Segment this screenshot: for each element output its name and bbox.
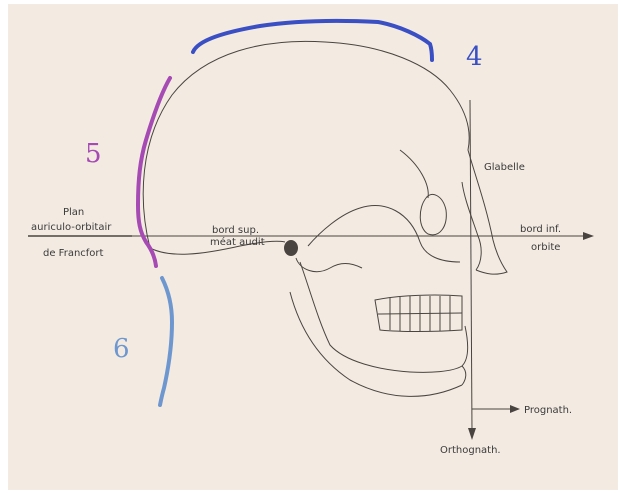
orthognath-label: Orthognath. (440, 445, 501, 456)
bord-sup-label-line2: méat audit (210, 236, 265, 248)
ear-canal-marker (284, 240, 298, 256)
glabelle-label: Glabelle (484, 162, 525, 173)
prognath-label: Prognath. (524, 405, 572, 416)
marker-4-number: 4 (466, 42, 483, 72)
bord-inf-label-line1: bord inf. (520, 224, 561, 235)
plan-label-line3: de Francfort (43, 248, 104, 259)
plan-label-line1: Plan (63, 207, 84, 218)
marker-6-number: 6 (113, 334, 130, 364)
bord-sup-label-line1: bord sup. (212, 225, 259, 236)
marker-5-number: 5 (85, 139, 102, 169)
bord-inf-label-line2: orbite (531, 242, 560, 253)
plan-label-line2: auriculo-orbitair (31, 222, 112, 233)
paper-sheet (8, 4, 618, 490)
